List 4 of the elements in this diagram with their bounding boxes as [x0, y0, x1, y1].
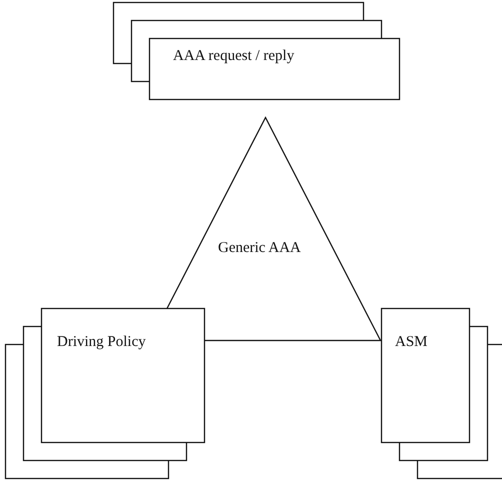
node-label: Generic AAA [218, 240, 301, 257]
node-label: Driving Policy [57, 334, 146, 351]
node-label: ASM [395, 334, 428, 351]
node-label: AAA request / reply [173, 48, 294, 65]
